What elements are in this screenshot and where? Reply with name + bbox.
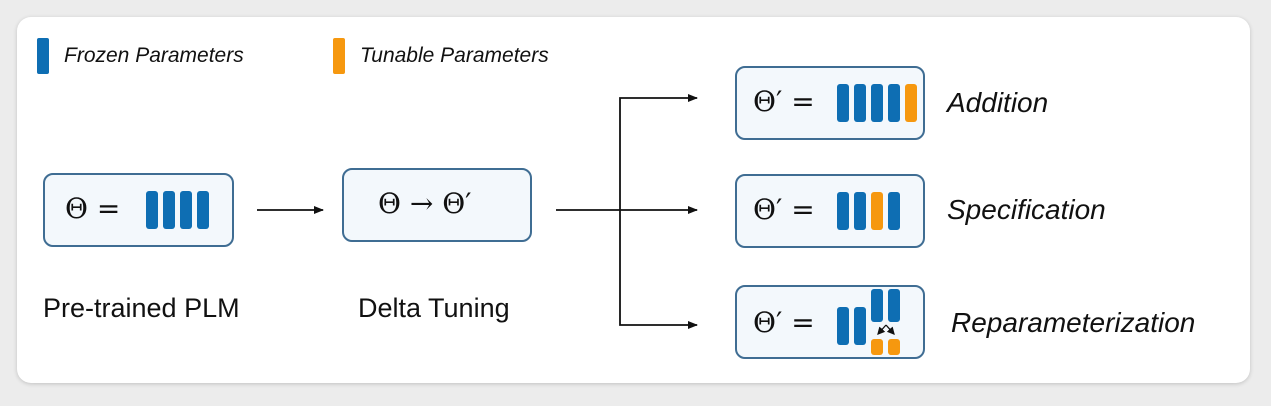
tunable-legend-label: Tunable Parameters [360,44,549,67]
addition-label: Addition [947,87,1049,118]
diagram-canvas: Frozen Parameters Tunable Parameters Θ =… [17,17,1250,383]
delta-to-addition-arrow [619,94,698,210]
addition-param-bar [871,84,883,122]
reparameterization-param-bar [888,289,900,322]
flow-arrows [257,94,698,329]
plm-param-bar [163,191,175,229]
reparameterization-box: Θ′ = [735,285,925,359]
delta-to-reparameterization-arrow [619,210,698,329]
reparameterization-tunable-bar [871,339,883,355]
delta-tuning-box: Θ → Θ′ [342,168,532,242]
specification-formula: Θ′ = [753,193,815,226]
addition-tunable-bar [905,84,917,122]
addition-box: Θ′ = [735,66,925,140]
specification-box: Θ′ = [735,174,925,248]
specification-param-bar [854,192,866,230]
reparameterization-param-bar [854,307,866,345]
plm-param-bar [197,191,209,229]
specification-label: Specification [947,194,1106,225]
frozen-legend-swatch [37,38,49,74]
addition-param-bar [837,84,849,122]
addition-param-bar [854,84,866,122]
frozen-legend-label: Frozen Parameters [64,44,244,67]
plm-caption: Pre-trained PLM [43,293,240,323]
delta-formula: Θ → Θ′ [378,187,472,220]
reparameterization-formula: Θ′ = [753,306,815,339]
reparameterization-param-bar [837,307,849,345]
specification-tunable-bar [871,192,883,230]
specification-param-bar [837,192,849,230]
reparameterization-tunable-bar [888,339,900,355]
low-rank-split-icon [877,324,895,335]
plm-param-bar [180,191,192,229]
addition-formula: Θ′ = [753,85,815,118]
delta-caption: Delta Tuning [358,293,510,323]
reparameterization-label: Reparameterization [951,307,1196,338]
plm-box: Θ = [43,173,234,247]
plm-param-bar [146,191,158,229]
specification-param-bar [888,192,900,230]
tunable-legend-swatch [333,38,345,74]
plm-formula: Θ = [65,192,121,225]
reparameterization-param-bar [871,289,883,322]
addition-param-bar [888,84,900,122]
